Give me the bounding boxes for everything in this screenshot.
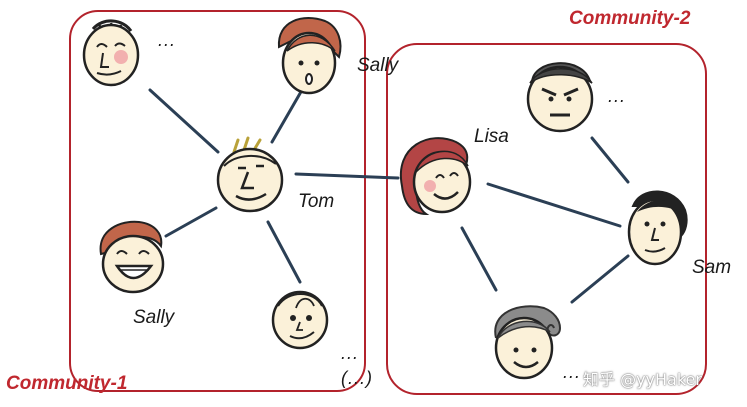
watermark-text: 知乎 @yyHaker [583,370,702,389]
face-sam [627,190,688,266]
face-sally-top [277,17,342,95]
label-dots-top-right: ... [608,86,627,106]
community-1-box [69,10,366,392]
label-sally-top: Sally [357,55,399,76]
face-tom [216,136,284,213]
face-sally-bottom [99,220,165,294]
edge-tom-lisa [294,172,400,180]
edge-lisa-bottomright [460,226,498,292]
face-top-left [82,19,140,87]
label-dots-bottom-right: ... [563,362,582,382]
label-dots-top-left: ... [158,30,177,50]
edge-tom-topleft [148,88,220,154]
face-bottom-middle [271,290,329,350]
edge-bottomright-sam [570,254,630,304]
label-dots-bottom-left: ... [341,343,360,363]
label-tom: Tom [298,191,335,212]
community-2-title: Community-2 [569,8,691,29]
face-angry [526,62,594,133]
label-sally-bottom: Sally [133,307,175,328]
edge-tom-sally-top [270,88,304,144]
edge-angry-sam [590,136,630,184]
edges [148,88,630,304]
edge-tom-bottomright [266,220,302,284]
face-lisa [399,137,472,216]
face-bottom-right [494,305,562,380]
edge-tom-sally-bottom [164,206,218,238]
community-1-title: Community-1 [6,373,128,394]
community-2-box [386,43,707,395]
edge-lisa-sam [486,182,622,228]
label-sam: Sam [692,257,732,278]
label-paren-dots: (...) [341,368,373,388]
label-lisa: Lisa [474,126,509,147]
